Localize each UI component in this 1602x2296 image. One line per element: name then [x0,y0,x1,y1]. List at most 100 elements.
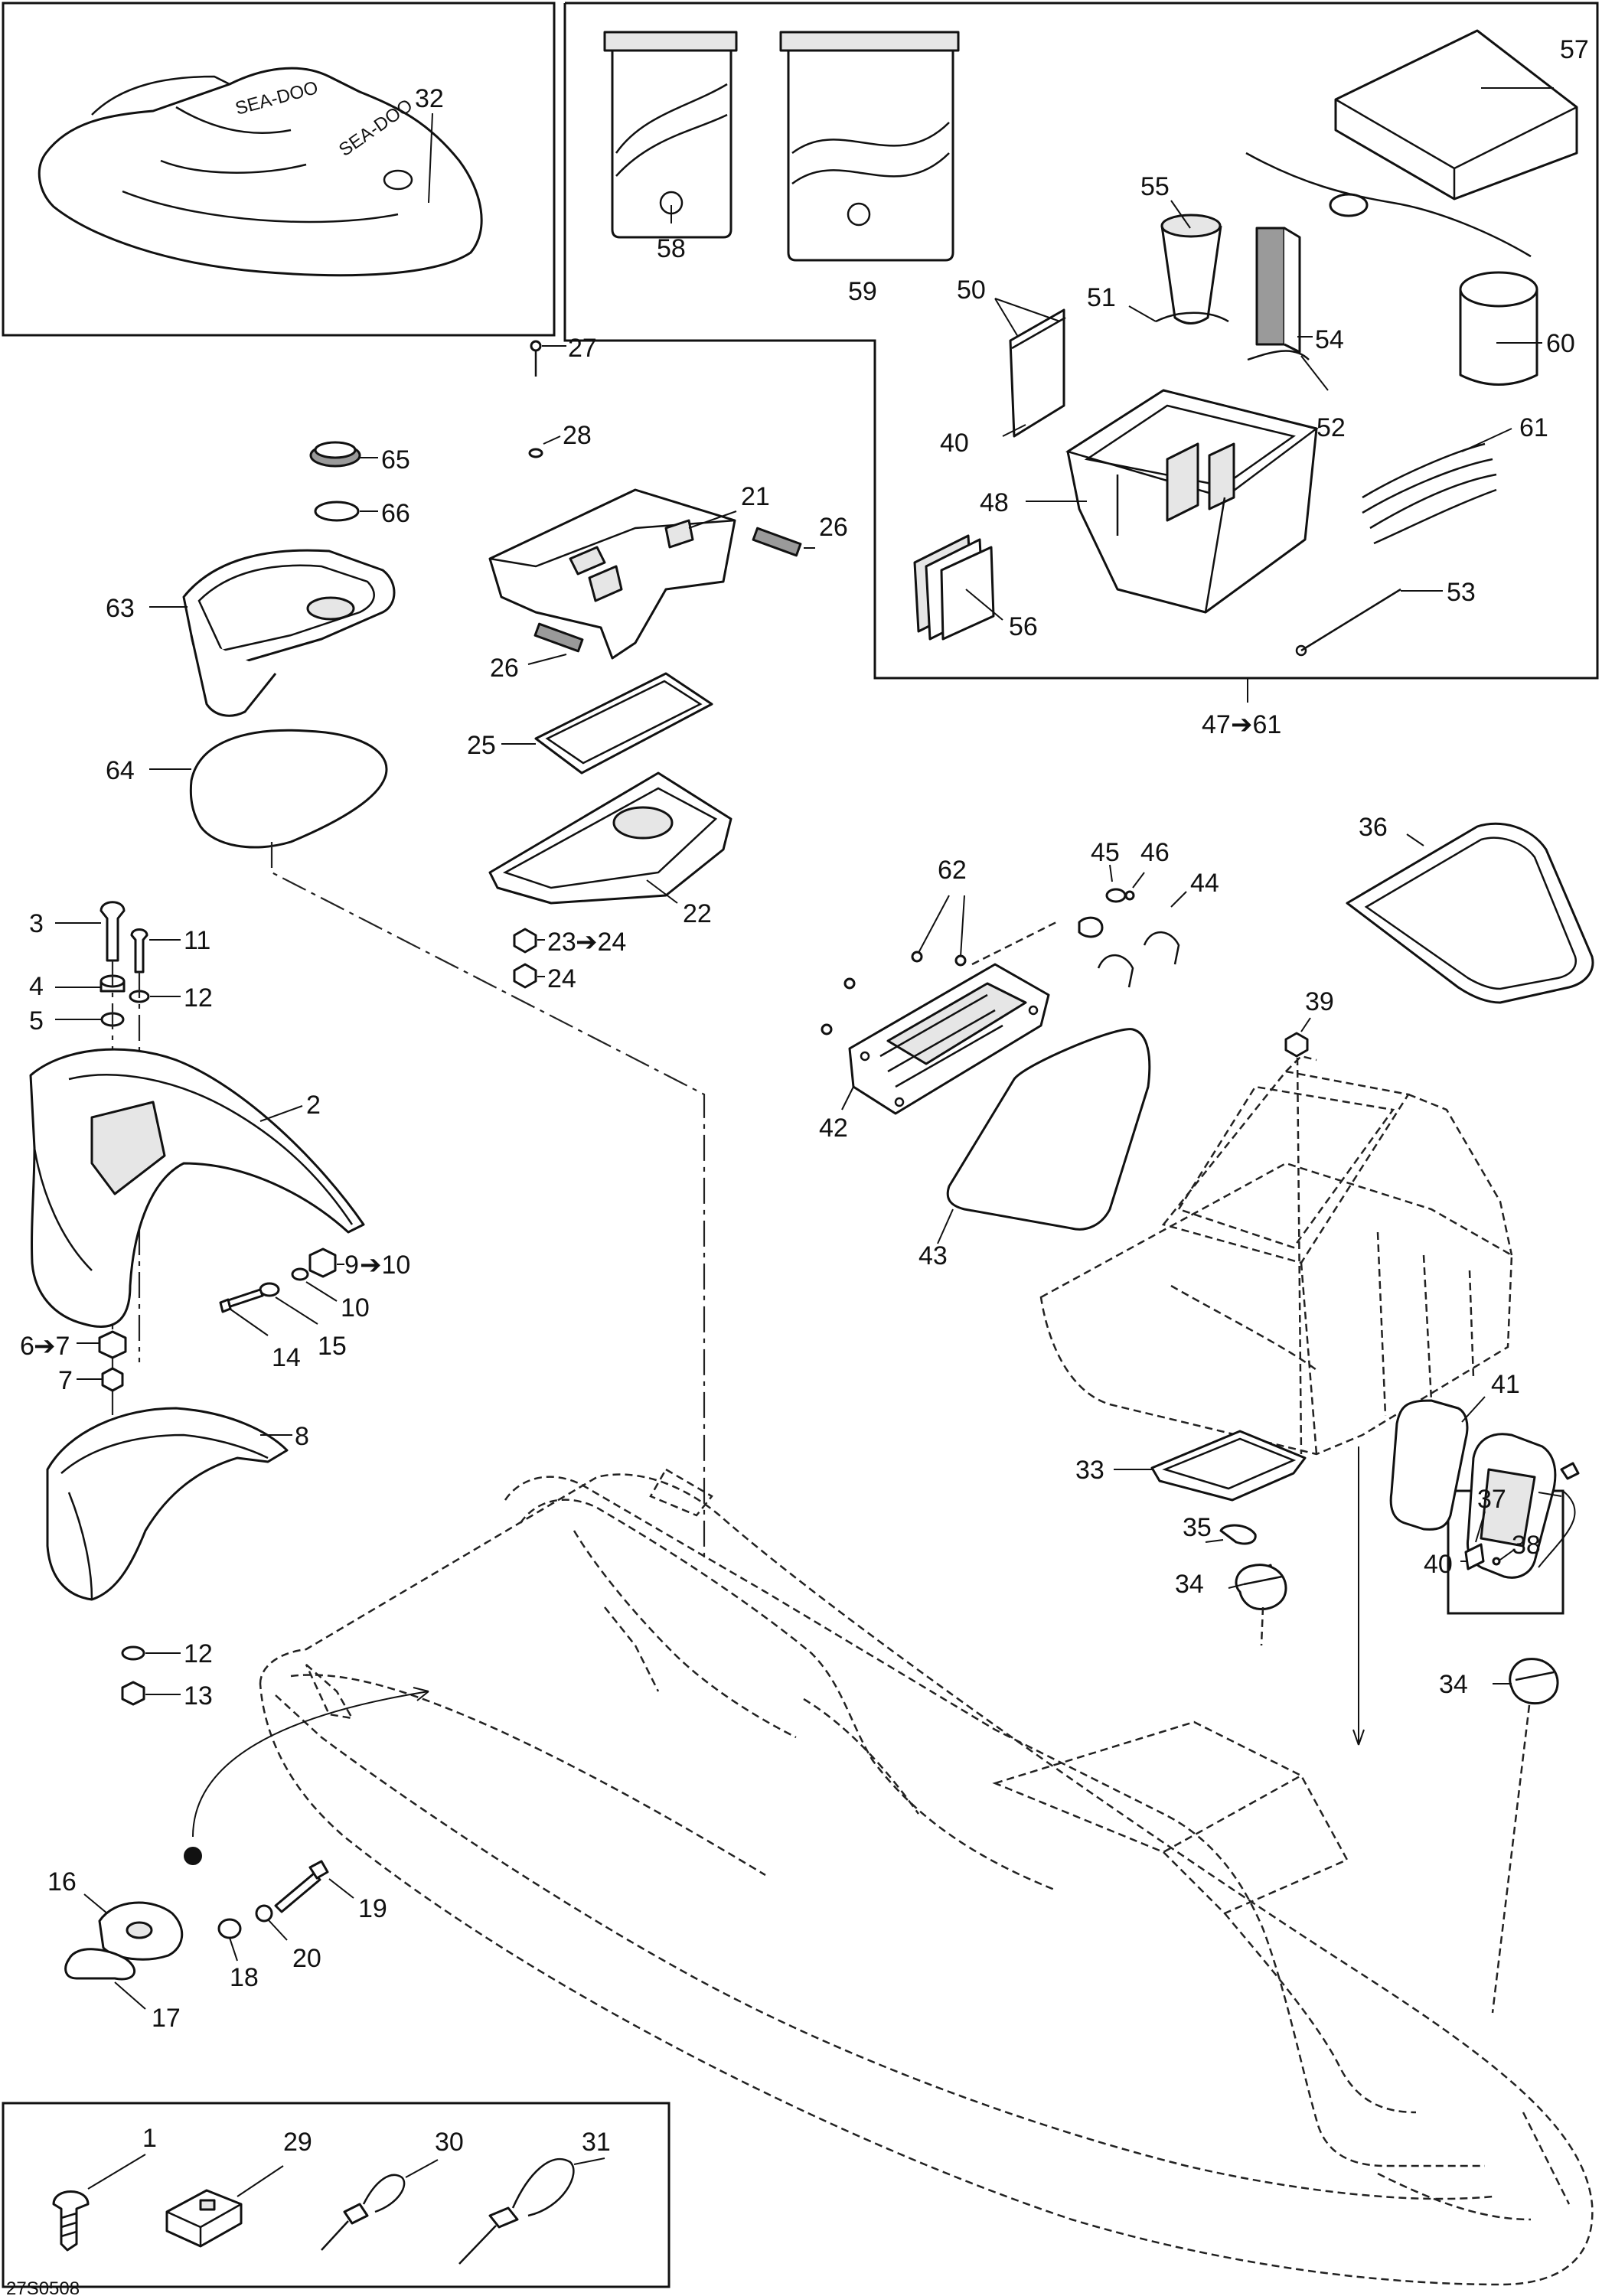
callout-65: 65 [381,445,410,475]
callout-26b: 26 [490,654,519,683]
nut-9 [308,1247,337,1278]
foam-pads [913,534,995,641]
callout-45: 45 [1091,838,1120,867]
callout-47: 47 [1202,710,1231,739]
callout-24: 24 [547,964,576,993]
callout-47-to-61: ➔61 [1231,710,1281,739]
callout-66: 66 [381,499,410,528]
screw-38 [1492,1557,1501,1566]
callout-58: 58 [657,234,686,263]
callout-14: 14 [272,1343,301,1372]
hatch-seal [1346,822,1594,1004]
organizer-rack [1255,227,1301,354]
bolt-19 [274,1872,321,1913]
bolt-3 [100,901,126,962]
retainer-wire [1155,311,1229,323]
callout-53: 53 [1447,578,1476,607]
vent-cover [848,963,1050,1115]
screw-11 [130,928,148,974]
callout-27: 27 [568,334,597,363]
mounting-plate [1009,308,1066,438]
callout-55: 55 [1140,172,1170,201]
tether-cord [1245,152,1532,258]
callout-30: 30 [435,2128,464,2157]
push-pin-1 [52,2190,90,2252]
callout-13: 13 [184,1681,213,1711]
eyelet [64,1948,136,1981]
callout-17: 17 [152,2004,181,2033]
access-gasket [1389,1399,1469,1531]
cup-holder [1160,214,1222,325]
washer-20 [255,1904,273,1923]
glove-box [488,771,732,905]
callout-51: 51 [1087,283,1116,312]
callout-33: 33 [1075,1456,1104,1485]
hull-outline [259,1468,1594,2286]
storage-canister [1459,271,1538,386]
callout-6-to-7: ➔7 [34,1332,70,1361]
watercraft-cover: SEA-DOO SEA-DOO [38,67,483,277]
nut-7 [101,1367,124,1392]
callout-57: 57 [1560,35,1589,64]
glove-box-gasket [534,672,713,775]
figure-code: 27S0508 [6,2278,80,2296]
callout-11: 11 [184,926,210,955]
callout-9: 9 [344,1251,359,1280]
callout-22: 22 [683,899,712,928]
callout-37: 37 [1477,1485,1506,1514]
callout-19: 19 [358,1894,387,1923]
callout-12a: 12 [184,983,213,1013]
callout-40a: 40 [940,429,969,458]
mounting-plate-33 [1150,1430,1307,1502]
callout-6: 6 [20,1332,34,1361]
fastener-inset-frame [2,2102,670,2288]
callout-63: 63 [106,594,135,623]
callout-64: 64 [106,756,135,785]
washer-12b [121,1645,145,1661]
callout-23-to-24: ➔24 [576,928,626,957]
callout-34b: 34 [1439,1670,1468,1699]
glove-box-support [488,488,736,660]
dry-bag-small [603,31,738,239]
callout-23: 23 [547,928,576,957]
rear-grab-handle [46,1407,289,1601]
callout-8: 8 [295,1422,309,1451]
grommet-18 [217,1918,242,1939]
access-cover [1466,1433,1557,1579]
front-storage-bin [1039,1055,1513,1456]
cable-tie-31 [458,2157,575,2265]
callout-48: 48 [980,488,1009,517]
lanyard-pin [1300,588,1401,652]
callout-43: 43 [918,1241,948,1270]
drain-fitting-34a [1235,1564,1287,1611]
bungee-straps [1362,442,1497,545]
callout-42: 42 [819,1114,848,1143]
callout-56: 56 [1009,612,1038,641]
callout-34a: 34 [1175,1570,1204,1599]
drain-fitting-34b [1509,1658,1559,1705]
screw-46 [1124,890,1135,901]
dry-bag-large [779,31,960,262]
callout-18: 18 [230,1963,259,1992]
o-ring-66 [314,501,360,522]
tray-gasket [189,729,388,849]
hose-clamp-44a [1097,954,1134,988]
callout-39: 39 [1305,987,1334,1016]
callout-31: 31 [582,2128,611,2157]
washer-45 [1105,888,1127,903]
latch-37 [1464,1543,1485,1570]
callout-28: 28 [563,421,592,450]
callout-29: 29 [283,2128,312,2157]
nut-39 [1284,1032,1309,1058]
callout-38: 38 [1512,1531,1541,1560]
callout-7: 7 [58,1366,73,1395]
callout-35: 35 [1183,1513,1212,1542]
callout-59: 59 [848,277,877,306]
callout-36: 36 [1359,813,1388,842]
storage-bin [1065,389,1319,614]
callout-60: 60 [1546,329,1575,358]
rubber-strip-26b [533,622,584,653]
hose-clamp-44b [1143,931,1180,965]
callout-54: 54 [1315,325,1344,354]
callout-62: 62 [938,856,967,885]
